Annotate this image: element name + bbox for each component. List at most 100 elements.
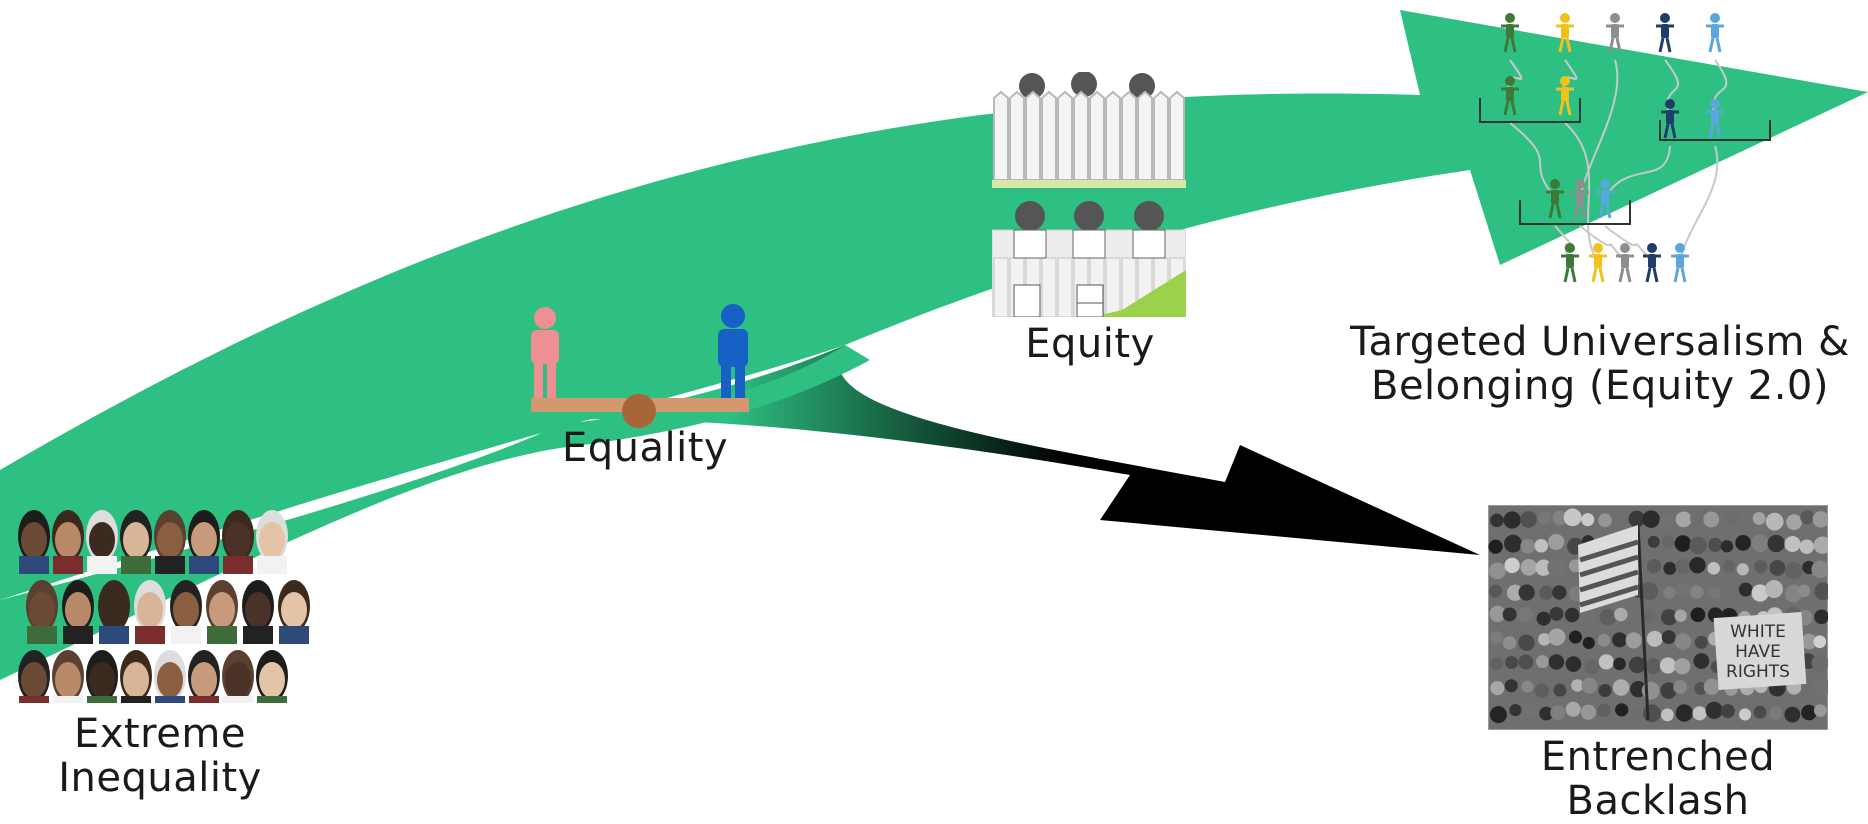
crowd-head [1813,635,1827,649]
crowd-head [1663,561,1677,575]
crowd-head [1645,658,1662,675]
fence-plank [1105,257,1121,317]
crowd-head [1581,610,1597,626]
crowd-head [1503,511,1521,529]
portrait-face [134,580,166,644]
crowd-head [1675,511,1692,528]
crowd-head [1521,680,1534,693]
crowd-head [1489,584,1503,598]
portrait-face [120,510,152,574]
portrait-face [120,650,152,703]
crowd-head [1506,584,1524,601]
crowd-head [1612,632,1628,648]
crowd-head [1642,704,1661,723]
crowd-head [1563,508,1582,527]
crowd-head [1735,535,1751,551]
crowd-head [1599,608,1617,626]
crowd-head [1646,558,1662,574]
person-figure [1571,179,1589,219]
person-figure [1561,243,1579,283]
connection-line [1679,145,1719,263]
crowd-head [1675,704,1693,722]
portrait-face [170,580,202,644]
crowd-head [1552,510,1568,526]
label-tu-line1: Targeted Universalism & [1350,319,1850,365]
crowd-head [1692,706,1707,721]
crowd-head [1598,654,1614,670]
crowd-head [1504,534,1522,553]
crowd-head [1739,708,1752,721]
protest-crowd-photo-icon: WHITE HAVE RIGHTS [1488,505,1828,730]
portrait-face [242,580,274,644]
crowd-head [1597,634,1611,647]
person-figure [1661,99,1679,139]
crowd-head [1801,704,1817,721]
crowd-head [1720,540,1734,553]
sign-line2: HAVE [1735,642,1781,662]
crowd-head [1659,515,1673,530]
connection-line [1509,122,1556,199]
crowd-head [1675,583,1690,597]
person-figure [1606,13,1624,53]
crowd-head [1489,630,1503,645]
crowd-head [1813,536,1828,554]
portrait-face [62,580,94,644]
protest-sign: WHITE HAVE RIGHTS [1713,612,1807,690]
person-figure [1501,76,1519,116]
crowd-head [1646,630,1663,647]
crowd-head [1597,703,1611,718]
fence-plank [1137,90,1153,181]
crowd-head [1518,634,1535,651]
fence-plank [993,90,1009,181]
label-backlash-line2: Backlash [1566,778,1750,824]
person-figure [1671,243,1689,283]
crowd-head [1571,679,1584,692]
crowd-head [1705,701,1723,719]
crowd-head [1522,702,1537,717]
crowd-head [1767,534,1785,553]
portrait-face [222,650,254,703]
fence-plank [1009,90,1025,181]
crowd-head [1517,606,1533,623]
crowd-head [1690,512,1703,525]
crowd-head [1724,511,1740,527]
person-figure [1501,13,1519,53]
fence-plank [1041,90,1057,181]
crowd-head [1801,633,1817,650]
crowd-head [1765,580,1783,599]
crowd-head [1737,514,1752,530]
fence-plank [1121,257,1137,317]
crowd-head [1797,584,1811,598]
crowd-head [1690,607,1706,623]
crowd-head [1690,585,1704,599]
crowd-head [1598,683,1612,698]
crowd-head [1813,704,1827,717]
fence-plank [1169,90,1185,181]
crowd-head [1640,582,1659,601]
crowd-head [1660,608,1678,626]
crowd-head [1518,654,1534,670]
crowd-head [1784,535,1801,553]
crowd-head [1565,701,1581,717]
crowd-head [1663,586,1676,599]
main-progress-arrow [0,10,1868,600]
crowd-head [1509,704,1522,717]
crowd-head [1628,656,1646,674]
fence-plank [1073,90,1089,181]
crowd-head [1548,533,1565,551]
crowd-head [1708,537,1723,552]
crowd-head [1490,657,1504,671]
fence-plank [1025,90,1041,181]
connection-line [1579,59,1619,199]
crowd-head [1520,538,1536,554]
crowd-head [1720,585,1733,598]
crowd-head [1581,513,1595,527]
person-figure [1656,13,1674,53]
crowd-head [1786,514,1802,531]
crowd-head [1584,659,1600,675]
crowd-head [1811,560,1828,579]
connection-line [1604,225,1653,263]
crowd-head [1536,655,1550,669]
connection-line [1604,145,1671,199]
crowd-head [1536,611,1551,626]
